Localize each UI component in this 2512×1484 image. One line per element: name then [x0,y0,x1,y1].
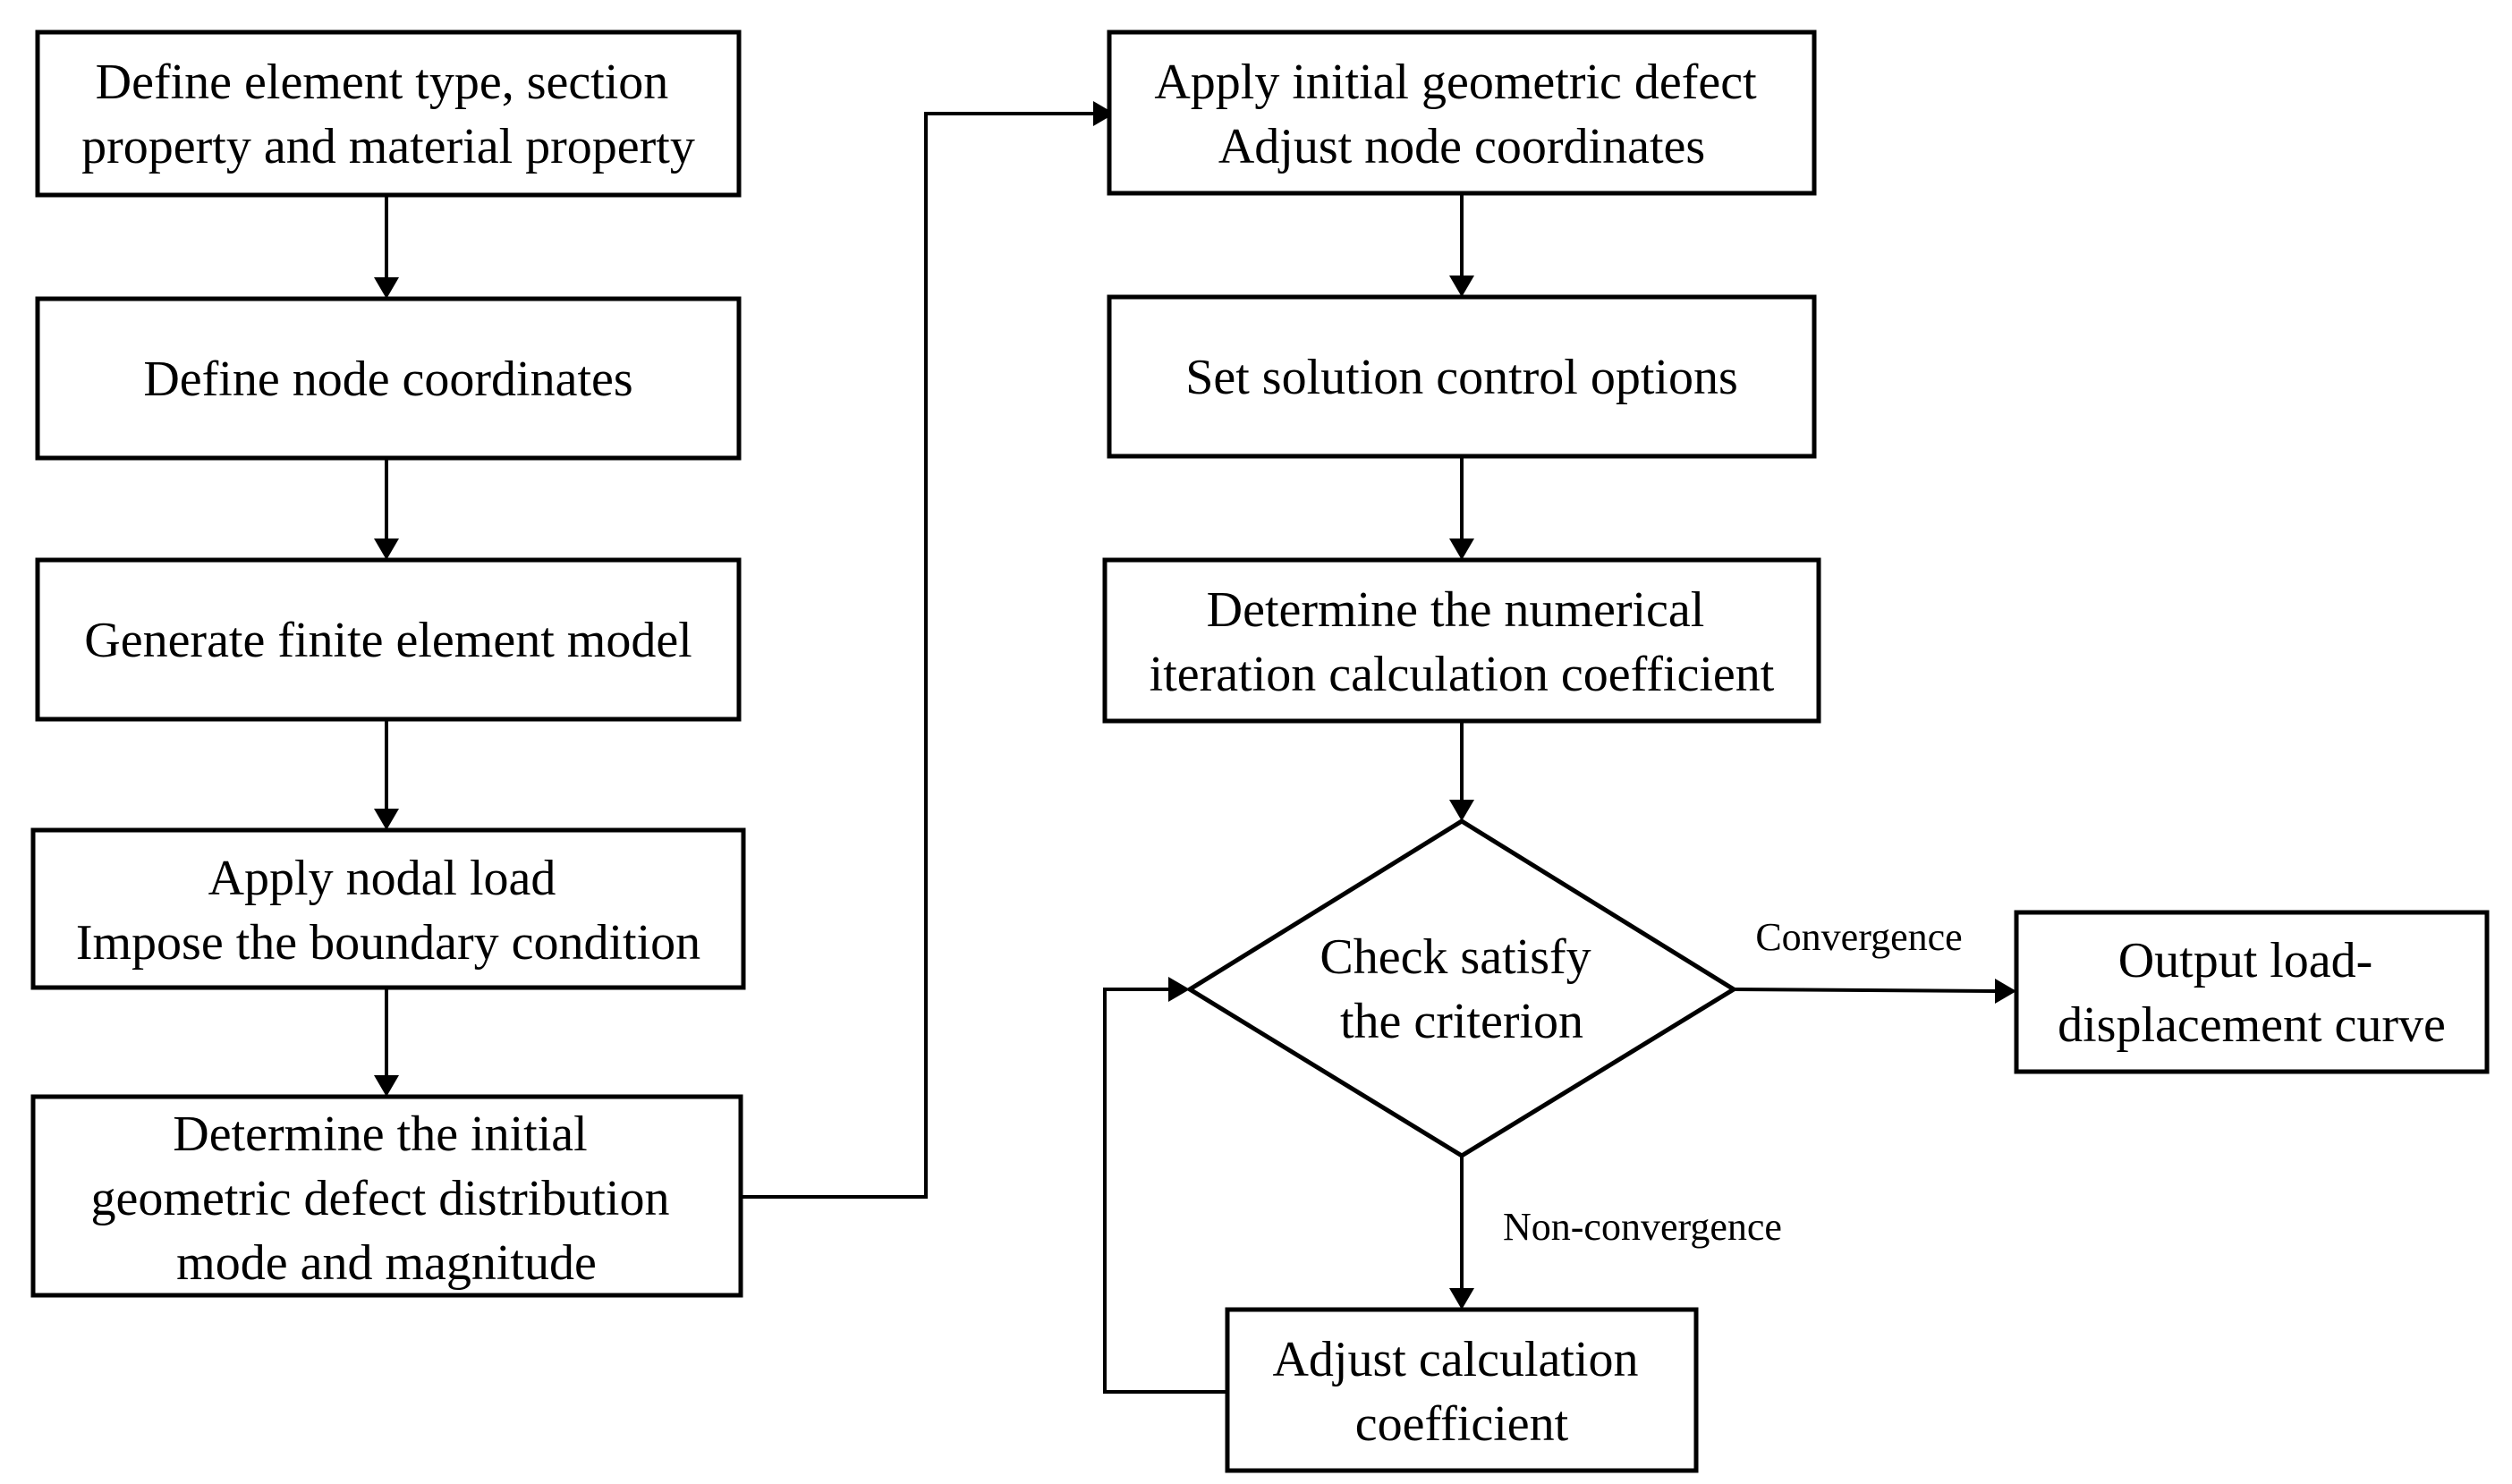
node-line: Impose the boundary condition [76,915,700,971]
decision-diamond [1185,818,1738,1158]
svg-text:Apply nodal load Impose: Apply nodal load Impose the boundary con… [76,851,700,971]
node-line: Define element type, section [96,55,669,110]
node-define-element: Define element type, section property an… [35,30,742,198]
svg-text:Adjust calculation coeff: Adjust calculation coefficient [1272,1332,1651,1452]
svg-text:Set solution control options: Set solution control options [1185,350,1738,405]
arrow-determine-defect-to-apply-defect [741,112,1093,1199]
svg-text:Apply initial geometric defect: Apply initial geometric defect Adjust no… [1154,55,1769,174]
process-box [1107,294,1817,459]
process-box [35,296,742,461]
svg-text:Generate finite element model: Generate finite element model [84,613,692,668]
node-apply-defect: Apply initial geometric defect Adjust no… [1107,30,1817,196]
node-output-curve: Output load- displacement curve [2014,910,2490,1074]
node-line: coefficient [1355,1396,1569,1452]
arrow-check-to-output [1733,988,1996,993]
svg-text:Determine the numerical: Determine the numerical iteration calcul… [1150,582,1775,702]
arrowhead-apply-load [374,809,399,830]
node-adjust-coeff: Adjust calculation coefficient [1225,1307,1699,1473]
node-line: Output load- [2118,933,2373,988]
svg-text:Determine the initial ge: Determine the initial geometric defect d… [91,1107,683,1291]
connectors [374,101,2016,1394]
node-line: iteration calculation coefficient [1150,647,1775,702]
node-line: Generate finite element model [84,613,692,668]
node-line: Apply nodal load [208,851,556,906]
node-check-criterion: Check satisfy the criterion [1185,818,1738,1158]
svg-text:Define element type, section: Define element type, section property an… [81,55,695,174]
process-box [1225,1307,1699,1473]
node-determine-defect: Determine the initial geometric defect d… [30,1094,743,1298]
node-solution-control: Set solution control options [1107,294,1817,459]
process-box [1102,557,1821,724]
node-line: Set solution control options [1185,350,1738,405]
node-line: mode and magnitude [176,1235,597,1291]
arrowhead-generate-fem [374,538,399,560]
node-line: geometric defect distribution [91,1171,670,1226]
node-line: Check satisfy [1320,929,1591,985]
svg-text:Define node coordinates: Define node coordinates [143,352,632,407]
arrowhead-determine-defect [374,1075,399,1097]
edge-label-non-convergence: Non-convergence [1503,1205,1782,1249]
arrowhead-output [1995,979,2016,1004]
arrowhead-adjust [1449,1288,1474,1310]
process-box [2014,910,2490,1074]
arrowhead-solution-control [1449,276,1474,297]
node-line: Determine the initial [173,1107,587,1162]
svg-text:Output load- displacemen: Output load- displacement curve [2058,933,2446,1053]
process-box [35,557,742,722]
edge-label-convergence: Convergence [1755,915,1962,959]
process-box [35,30,742,198]
node-line: Adjust node coordinates [1218,119,1705,174]
node-line: Adjust calculation [1272,1332,1638,1387]
node-line: Apply initial geometric defect [1154,55,1757,110]
svg-text:Check satisfy the criter: Check satisfy the criterion [1320,929,1603,1049]
node-apply-load: Apply nodal load Impose the boundary con… [30,827,746,990]
arrow-adjust-loop-to-check [1103,988,1227,1394]
node-line: Define node coordinates [143,352,632,407]
node-line: displacement curve [2058,997,2446,1053]
process-box [30,1094,743,1298]
node-line: Determine the numerical [1207,582,1705,638]
process-box [30,827,746,990]
arrowhead-check-left [1168,977,1190,1002]
arrowhead-check-top [1449,800,1474,821]
arrowhead-iteration-coeff [1449,538,1474,560]
node-define-nodes: Define node coordinates [35,296,742,461]
node-iteration-coeff: Determine the numerical iteration calcul… [1102,557,1821,724]
arrowhead-define-nodes [374,277,399,299]
arrowhead-apply-defect [1093,101,1115,126]
node-line: the criterion [1340,994,1583,1049]
process-box [1107,30,1817,196]
node-generate-fem: Generate finite element model [35,557,742,722]
node-line: property and material property [81,119,695,174]
